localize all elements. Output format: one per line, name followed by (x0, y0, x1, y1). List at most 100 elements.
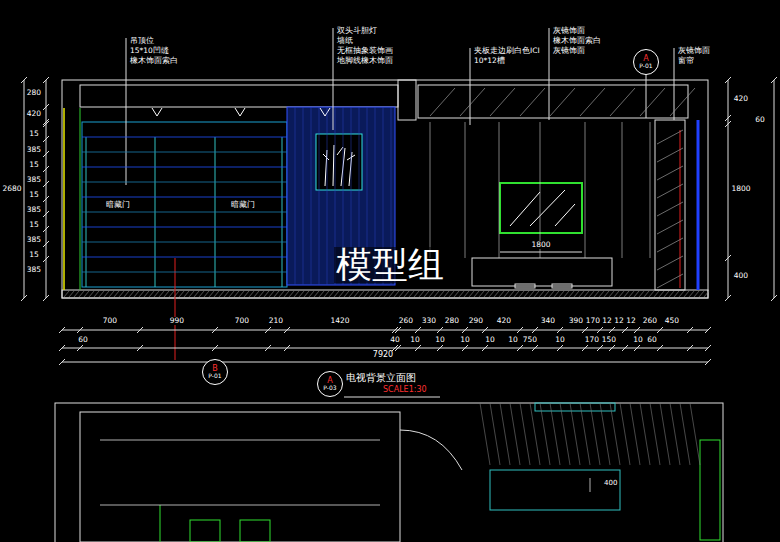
sheet-number: P-03 (323, 385, 336, 391)
floor-hatch (684, 291, 689, 297)
tv-cabinet (472, 258, 612, 286)
annotation-label: 420 (27, 110, 41, 118)
floor-hatch (484, 291, 489, 297)
dimension-line (774, 80, 775, 298)
callout-circle: BP-01 (202, 359, 228, 385)
dimension-tick (137, 345, 143, 351)
wall-groove (585, 122, 586, 258)
leader-line (333, 28, 334, 130)
tv-cabinet-plan (490, 470, 620, 510)
floor-hatch (354, 291, 359, 297)
panel-groove (82, 272, 287, 273)
floor-hatch (259, 291, 264, 297)
dimension-tick (265, 327, 271, 333)
dimension-line (62, 362, 708, 363)
dimension-tick (43, 295, 49, 301)
floor-hatch (444, 291, 449, 297)
abstract-painting (316, 134, 362, 190)
mirror-hatch (657, 238, 683, 252)
floor-hatch (419, 291, 424, 297)
mirror-hatch (550, 88, 575, 116)
sheet-number: P-01 (639, 63, 652, 69)
floor-hatch (69, 291, 74, 297)
annotation-label: 340 (541, 317, 555, 325)
annotation-label: 灰镜饰面 (553, 27, 585, 35)
plan-hatch (680, 403, 690, 465)
dimension-tick (395, 327, 401, 333)
dimension-tick (725, 115, 731, 121)
tv-glare (510, 190, 575, 226)
floor-hatch (279, 291, 284, 297)
callout-circle: AP-01 (633, 49, 659, 75)
panel-groove (82, 227, 287, 228)
floor-hatch (529, 291, 534, 297)
annotation-label: 385 (27, 236, 41, 244)
dimension-tick (687, 345, 693, 351)
annotation-label: 15 (29, 161, 39, 169)
plan-hatch (540, 403, 550, 465)
plan-hatch (630, 403, 640, 465)
annotation-label: 暗藏门 (231, 201, 255, 209)
annotation-label: 1420 (330, 317, 349, 325)
dimension-tick (657, 345, 663, 351)
dimension-tick (137, 327, 143, 333)
title-underline (344, 397, 440, 398)
floor-hatch (339, 291, 344, 297)
plan-hatch (690, 403, 700, 465)
panel-groove (82, 197, 287, 198)
plan-line (100, 440, 380, 441)
floor-hatch (689, 291, 694, 297)
dimension-tick (212, 345, 218, 351)
floor-hatch (204, 291, 209, 297)
floor-hatch (394, 291, 399, 297)
annotation-label: 420 (734, 95, 748, 103)
floor-hatch (434, 291, 439, 297)
floor-hatch (704, 291, 709, 297)
dimension-tick (517, 345, 523, 351)
annotation-label: 10 (555, 336, 565, 344)
panel-groove (82, 167, 287, 168)
dimension-line (24, 80, 25, 298)
mirror-hatch (657, 220, 683, 234)
callout-letter: A (327, 377, 332, 385)
mirror-hatch (657, 202, 683, 216)
annotation-label: 灰镜饰面 (553, 47, 585, 55)
floor-hatch (174, 291, 179, 297)
annotation-label: 橡木饰面索白 (553, 37, 601, 45)
floor-hatch (459, 291, 464, 297)
floor-hatch (449, 291, 454, 297)
panel-groove (82, 212, 287, 213)
stool (190, 520, 220, 542)
annotation-label: 2680 (2, 185, 21, 193)
floor-hatch (514, 291, 519, 297)
annotation-label: 窗帘 (678, 57, 694, 65)
dimension-tick (462, 345, 468, 351)
dimension-tick (43, 121, 49, 127)
pillar (398, 80, 416, 120)
floor-hatch (89, 291, 94, 297)
floor-hatch (599, 291, 604, 297)
floor-hatch (404, 291, 409, 297)
floor-hatch (244, 291, 249, 297)
dimension-line (46, 80, 47, 298)
hatching (21, 77, 777, 505)
floor-plan (55, 403, 723, 542)
mirror-hatch (657, 148, 683, 162)
floor-hatch (334, 291, 339, 297)
dimension-line (590, 478, 591, 492)
plan-hatch (670, 403, 680, 465)
annotation-label: 385 (27, 206, 41, 214)
wallpaper-grid (303, 107, 304, 285)
floor-hatch (374, 291, 379, 297)
annotation-label: 10 (410, 336, 420, 344)
green-trim (80, 108, 81, 290)
dimension-tick (21, 77, 27, 83)
annotation-label: 15 (29, 130, 39, 138)
floor-hatch (164, 291, 169, 297)
floor-band (62, 290, 708, 298)
elevation (62, 80, 708, 360)
plan-hatch (500, 403, 510, 465)
dimension-tick (43, 241, 49, 247)
